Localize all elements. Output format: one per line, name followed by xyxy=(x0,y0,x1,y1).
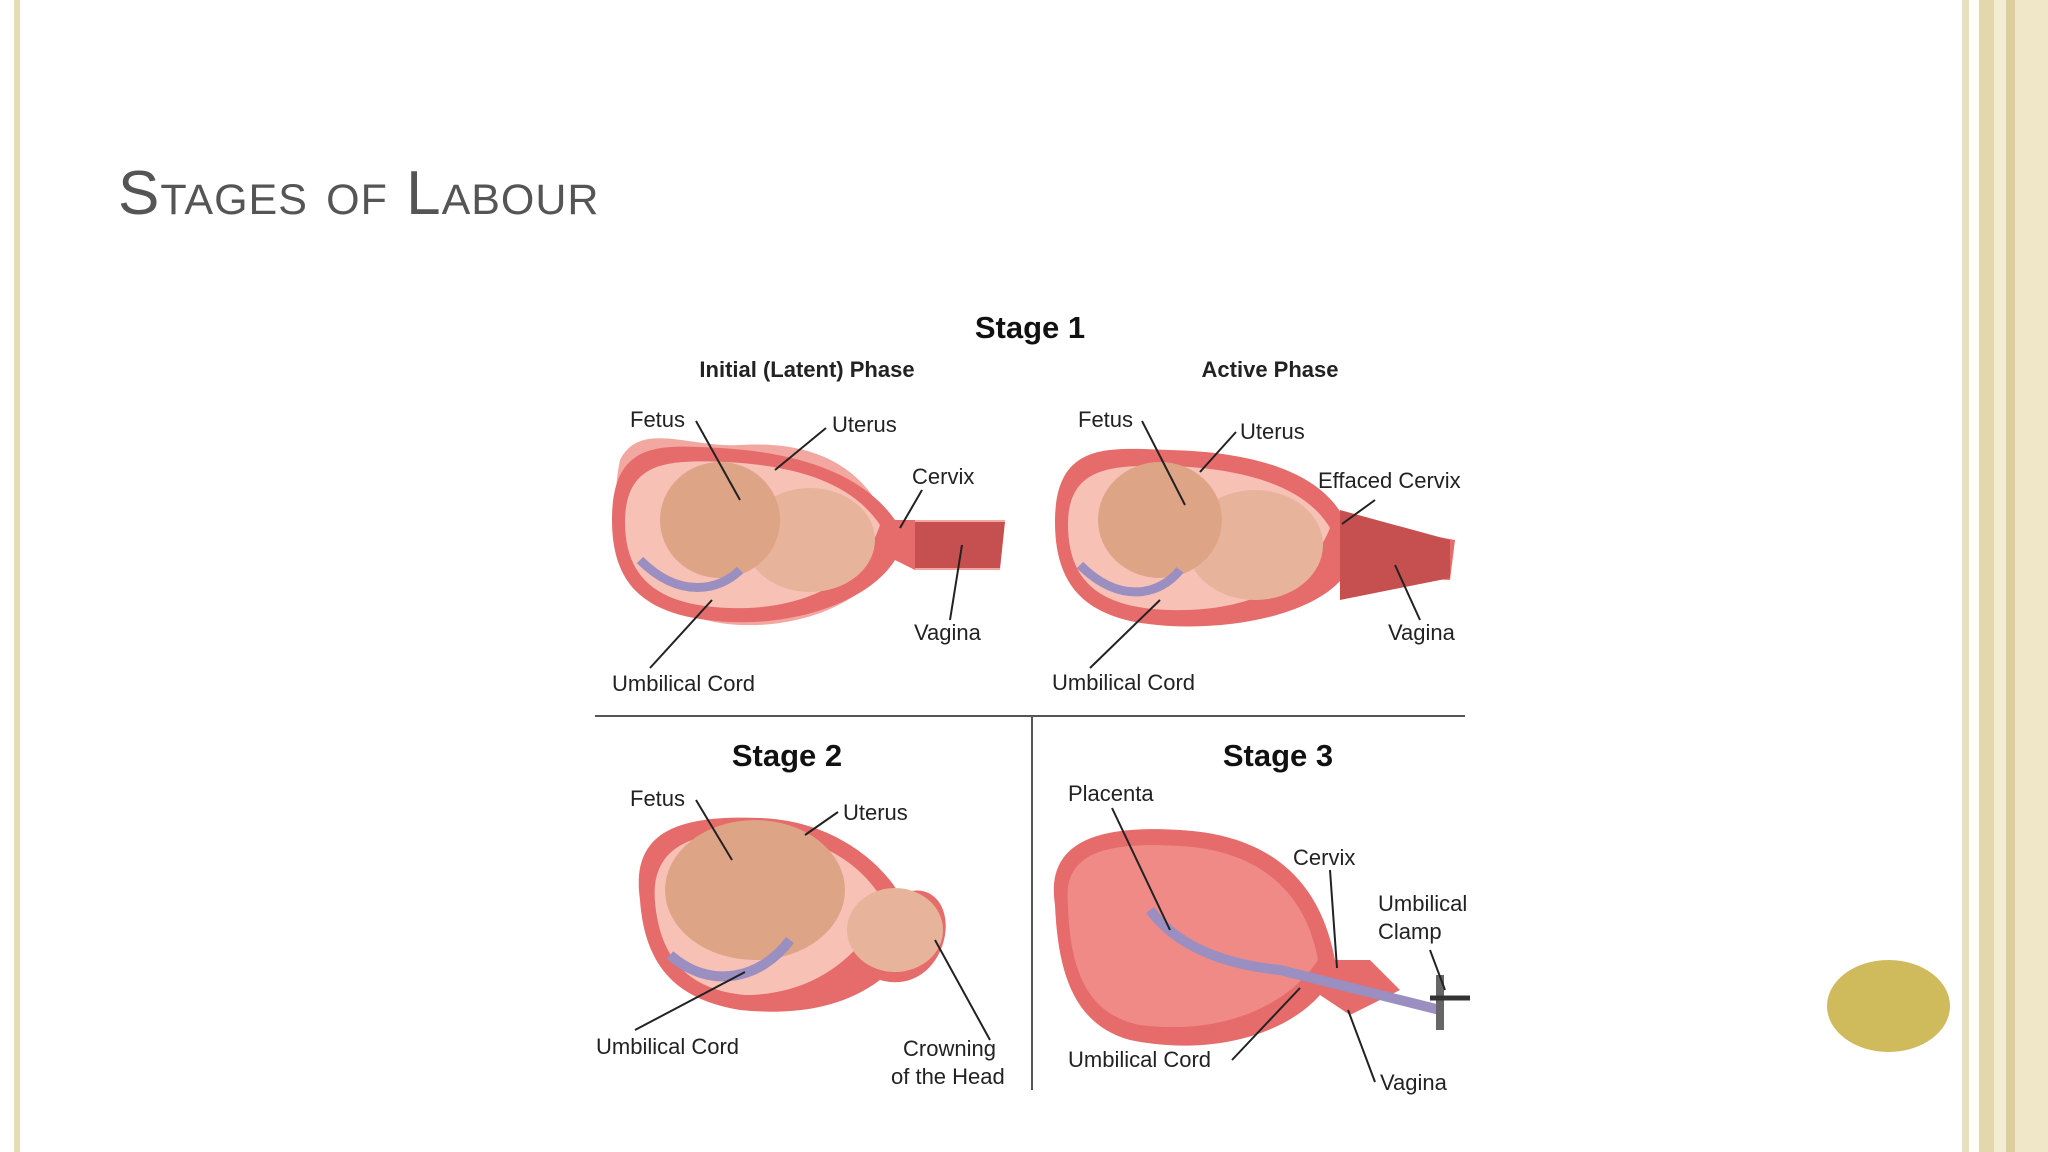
stage2-fetus-label: Fetus xyxy=(630,786,685,811)
leader-line xyxy=(804,811,839,836)
stage2-crowning-line1: Crowning xyxy=(903,1036,996,1061)
border-stripe xyxy=(1962,0,1969,1152)
stage1-heading: Stage 1 xyxy=(975,310,1085,345)
leader-line xyxy=(1111,807,1171,931)
leader-line xyxy=(1429,949,1446,991)
stage3-clamp-line2: Clamp xyxy=(1378,919,1442,944)
leader-line xyxy=(934,939,991,1041)
decorative-oval xyxy=(1827,960,1950,1052)
stage3-illustration xyxy=(1053,829,1470,1046)
latent-cervix-label: Cervix xyxy=(912,464,974,489)
latent-cord-label: Umbilical Cord xyxy=(612,671,755,696)
latent-vagina-label: Vagina xyxy=(914,620,982,645)
active-cervix-label: Effaced Cervix xyxy=(1318,468,1461,493)
leader-line xyxy=(774,427,827,471)
latent-phase-illustration xyxy=(612,438,1005,626)
stage2-illustration xyxy=(638,817,946,1012)
stage2-heading: Stage 2 xyxy=(732,738,842,773)
slide-title: Stages of Labour xyxy=(118,159,600,228)
active-vagina-label: Vagina xyxy=(1388,620,1456,645)
leader-line xyxy=(1329,869,1338,969)
leader-line xyxy=(1089,599,1161,669)
stage3-clamp-line1: Umbilical xyxy=(1378,891,1467,916)
active-uterus-label: Uterus xyxy=(1240,419,1305,444)
leader-line xyxy=(695,799,733,861)
border-stripe xyxy=(1979,0,1994,1152)
leader-line xyxy=(1141,420,1186,506)
leader-line xyxy=(949,544,963,621)
leader-line xyxy=(695,420,741,501)
stage2-crowning-line2: of the Head xyxy=(891,1064,1005,1089)
stage3-cord-label: Umbilical Cord xyxy=(1068,1047,1211,1072)
active-cord-label: Umbilical Cord xyxy=(1052,670,1195,695)
leader-line xyxy=(899,489,923,529)
leader-line xyxy=(1394,564,1421,621)
stage3-placenta-label: Placenta xyxy=(1068,781,1154,806)
slide-left-border xyxy=(14,0,20,1152)
leader-line xyxy=(1341,499,1376,525)
leader-line xyxy=(649,599,713,669)
leader-line xyxy=(1347,1009,1376,1083)
stage2-cord-label: Umbilical Cord xyxy=(596,1034,739,1059)
active-phase-illustration xyxy=(1055,448,1455,627)
leader-line xyxy=(634,971,746,1031)
latent-fetus-label: Fetus xyxy=(630,407,685,432)
latent-uterus-label: Uterus xyxy=(832,412,897,437)
leader-line xyxy=(1199,431,1237,473)
stage2-uterus-label: Uterus xyxy=(843,800,908,825)
latent-phase-heading: Initial (Latent) Phase xyxy=(699,357,914,382)
border-stripe xyxy=(2006,0,2015,1152)
leader-line xyxy=(1231,987,1301,1061)
border-stripe xyxy=(2015,0,2048,1152)
border-stripe xyxy=(1994,0,2006,1152)
stage3-heading: Stage 3 xyxy=(1223,738,1333,773)
active-phase-heading: Active Phase xyxy=(1202,357,1339,382)
stage3-vagina-label: Vagina xyxy=(1380,1070,1448,1095)
stage3-cervix-label: Cervix xyxy=(1293,845,1355,870)
active-fetus-label: Fetus xyxy=(1078,407,1133,432)
